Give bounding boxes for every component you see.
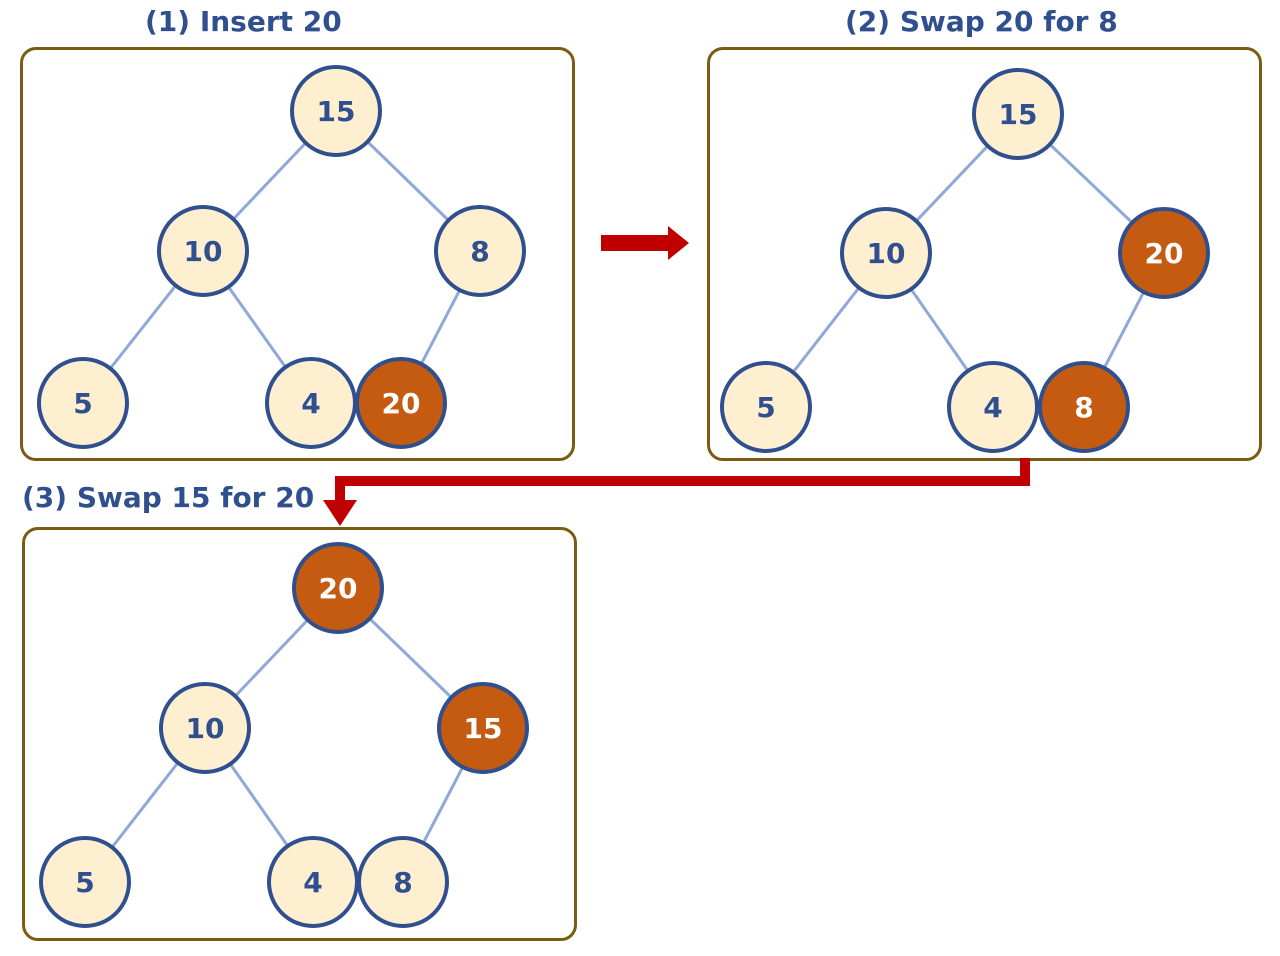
tree-node: 5	[37, 357, 129, 449]
tree-node: 8	[434, 205, 526, 297]
tree-node-highlighted: 8	[1038, 361, 1130, 453]
arrow-head	[668, 226, 689, 260]
tree-node: 4	[947, 361, 1039, 453]
tree-node-highlighted: 20	[1118, 207, 1210, 299]
arrow-shaft	[335, 476, 345, 504]
tree-node-highlighted: 15	[437, 682, 529, 774]
arrow-shaft	[601, 235, 671, 251]
tree-node: 10	[157, 205, 249, 297]
tree-node: 10	[159, 682, 251, 774]
tree-node: 8	[357, 836, 449, 928]
tree-node-highlighted: 20	[355, 357, 447, 449]
tree-node: 5	[720, 361, 812, 453]
tree-node: 10	[840, 207, 932, 299]
tree-node-highlighted: 20	[292, 542, 384, 634]
step-1-title: (1) Insert 20	[145, 5, 342, 38]
arrow-vertical-segment	[1020, 458, 1030, 486]
arrow-horizontal-segment	[335, 476, 1030, 486]
arrow-head	[323, 500, 357, 526]
tree-node: 15	[972, 68, 1064, 160]
tree-node: 4	[265, 357, 357, 449]
step-2-title: (2) Swap 20 for 8	[845, 5, 1118, 38]
tree-node: 15	[290, 65, 382, 157]
step-3-panel: 20 10 15 5 4 8	[22, 527, 577, 941]
step-3-title: (3) Swap 15 for 20	[22, 481, 315, 514]
tree-node: 5	[39, 836, 131, 928]
step-2-panel: 15 10 20 5 4 8	[707, 47, 1262, 461]
step-1-panel: 15 10 8 5 4 20	[20, 47, 575, 461]
